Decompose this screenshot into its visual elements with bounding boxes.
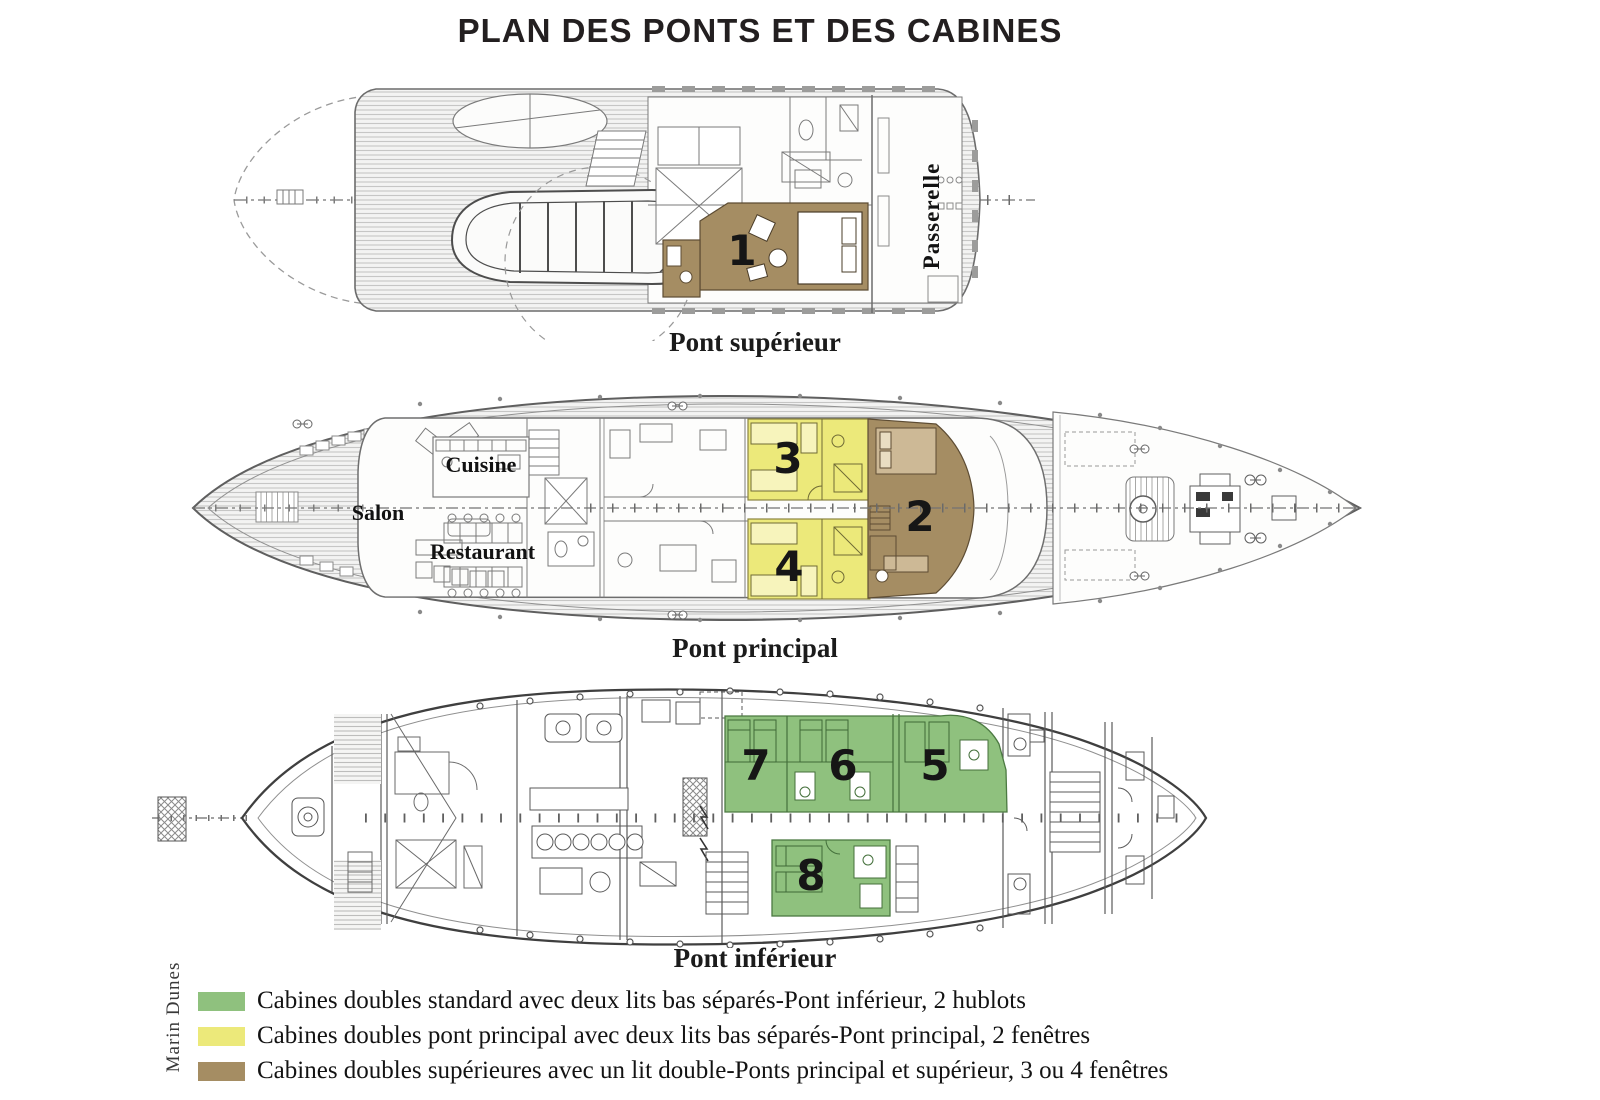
yellow-swatch: [198, 1026, 245, 1046]
fore-quarters: [1007, 713, 1175, 915]
cabin-8-area: [771, 839, 919, 917]
cabin-3-area: [747, 418, 871, 501]
legend-label-standard: Cabines doubles standard avec deux lits …: [257, 987, 1026, 1014]
cabin-1-number: 1: [727, 226, 757, 275]
mid-rooms: [603, 418, 748, 598]
cabin-2-number: 2: [905, 492, 935, 541]
legend-label-main: Cabines doubles pont principal avec deux…: [257, 1022, 1091, 1049]
ladder-icon: [276, 189, 304, 205]
legend: Cabines doubles standard avec deux lits …: [198, 987, 1169, 1093]
side-credit: Marin Dunes: [166, 938, 181, 1096]
cabins-765-area: [724, 714, 1008, 813]
legend-row-main: Cabines doubles pont principal avec deux…: [198, 1022, 1168, 1049]
salon-label: Salon: [351, 500, 405, 525]
legend-row-superior: Cabines doubles supérieures avec un lit …: [198, 1057, 1169, 1084]
lower-deck-caption: Pont inférieur: [673, 943, 837, 973]
aft-quarters: [291, 713, 483, 923]
legend-label-superior: Cabines doubles supérieures avec un lit …: [257, 1057, 1169, 1084]
anchor-windlass: [292, 401, 1297, 620]
brown-swatch: [198, 1061, 245, 1081]
cabin-8-number: 8: [796, 851, 826, 900]
wheelhouse-area: [871, 95, 963, 313]
stairs-icon: [585, 130, 647, 187]
deck-canopy: [452, 93, 608, 149]
side-credit-text: Marin Dunes: [166, 961, 181, 1073]
green-swatch: [198, 991, 245, 1011]
engine-room: [529, 691, 749, 915]
restaurant-label: Restaurant: [429, 539, 536, 564]
legend-row-standard: Cabines doubles standard avec deux lits …: [198, 987, 1168, 1014]
page-title: PLAN DES PONTS ET DES CABINES: [457, 12, 1063, 49]
main-deck-caption: Pont principal: [672, 633, 838, 663]
portholes: [476, 687, 984, 948]
restaurant-tables: [443, 513, 523, 598]
cabin-6-number: 6: [828, 741, 858, 790]
cuisine-label: Cuisine: [445, 452, 517, 477]
cuisine-room: [432, 436, 530, 498]
cabin-1-area: [662, 202, 869, 298]
cabin-5-number: 5: [920, 741, 950, 790]
upper-deck-plan: [233, 86, 1035, 341]
cabin-3-number: 3: [773, 434, 803, 483]
wheelhouse-label: Passerelle: [919, 162, 944, 270]
main-deck-plan: [191, 393, 1363, 623]
lower-deck-plan: [152, 687, 1208, 948]
cabin-4-number: 4: [774, 542, 804, 591]
cabin-7-number: 7: [741, 741, 771, 790]
cabin-4-area: [747, 518, 871, 600]
upper-deck-caption: Pont supérieur: [669, 327, 841, 357]
